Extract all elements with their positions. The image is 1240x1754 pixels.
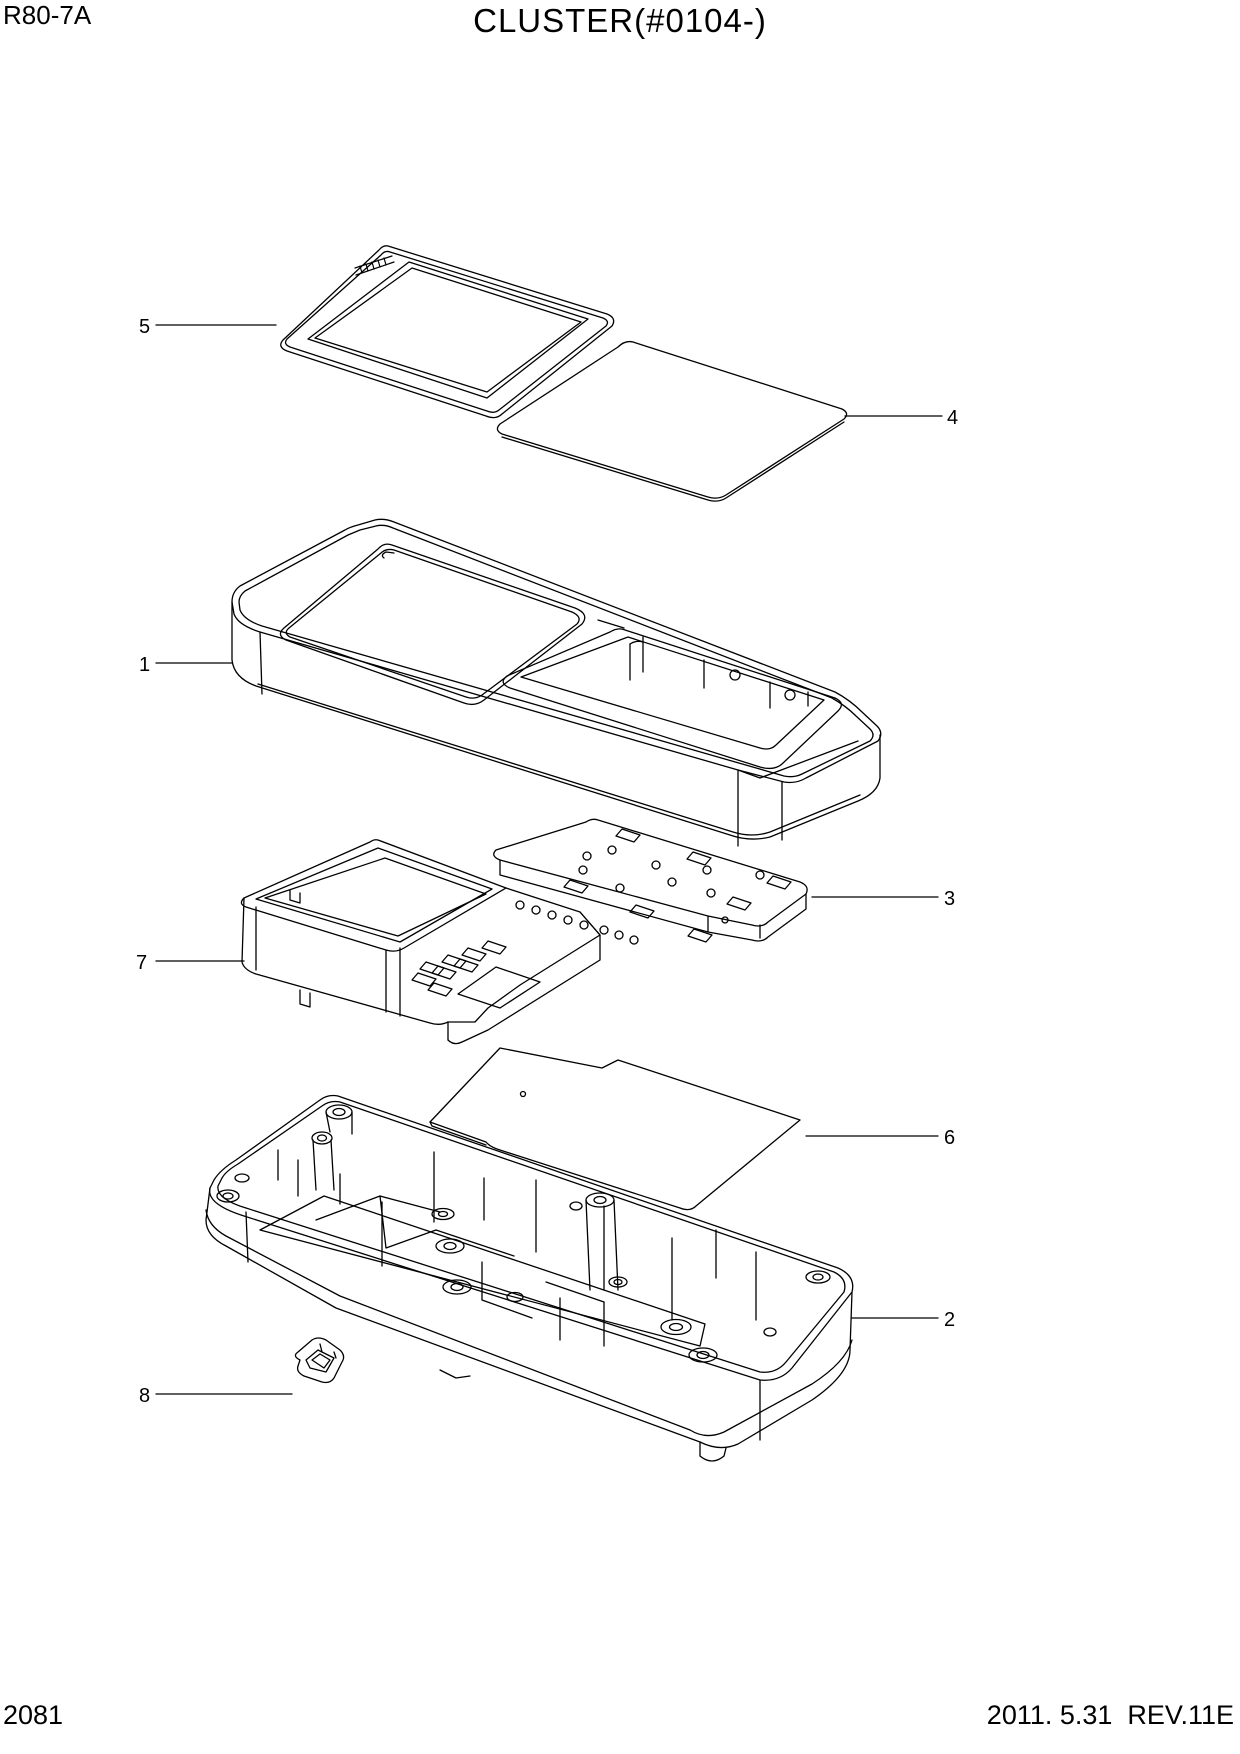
callout-3: 3 <box>944 888 955 910</box>
part-1-front-cover <box>231 518 882 847</box>
revision-date: 2011. 5.31 REV.11E <box>986 1700 1234 1730</box>
part-6-insulation-sheet <box>429 1047 801 1211</box>
callout-4: 4 <box>947 407 958 429</box>
callout-leaders <box>155 324 943 1395</box>
callout-1: 1 <box>139 654 150 676</box>
part-2-rear-case <box>205 1094 854 1462</box>
part-3-circuit-board <box>493 818 808 945</box>
callout-5: 5 <box>139 316 150 338</box>
part-8-clip <box>294 1337 345 1384</box>
callout-2: 2 <box>944 1309 955 1331</box>
part-4-protective-sheet <box>496 340 848 502</box>
page-title: CLUSTER(#0104-) <box>473 2 767 39</box>
part-7-lcd-module <box>240 839 601 1045</box>
page-number: 2081 <box>3 1700 64 1730</box>
callout-6: 6 <box>944 1127 955 1149</box>
callout-7: 7 <box>136 952 147 974</box>
part-5-window-frame <box>280 245 615 419</box>
callout-8: 8 <box>139 1385 150 1407</box>
frame-brand-mark <box>354 255 395 276</box>
model-code: R80-7A <box>3 0 92 30</box>
